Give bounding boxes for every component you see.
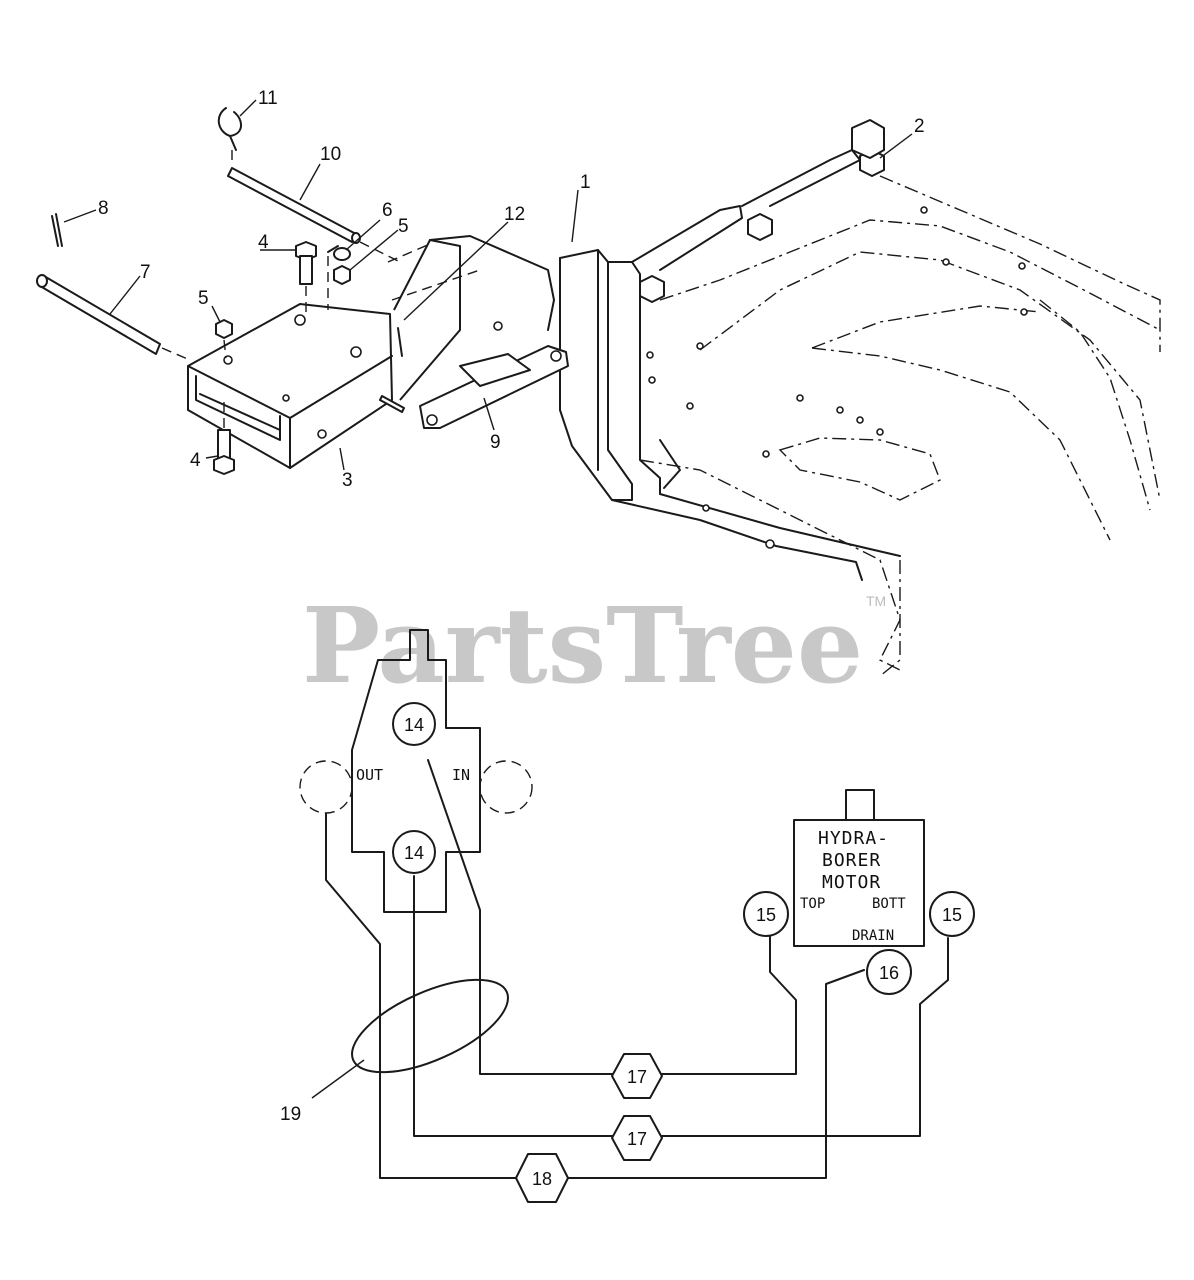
- hose-17-upper: [427, 759, 797, 1075]
- valve-port-out: [299, 760, 353, 814]
- hose-18: [325, 813, 865, 1179]
- callout-9: 9: [490, 432, 501, 453]
- watermark-trademark: TM: [866, 593, 886, 609]
- callout-3: 3: [342, 470, 353, 491]
- hydraulic-schematic: OUT IN HYDRA- BORER MOTOR TOP BOTT DRAIN…: [280, 629, 975, 1203]
- ref-17-middle: 17: [611, 1115, 663, 1161]
- mounting-bracket: [187, 239, 503, 469]
- callout-12: 12: [504, 204, 525, 225]
- svg-text:15: 15: [942, 905, 962, 925]
- svg-text:18: 18: [532, 1169, 552, 1189]
- callout-numbers: 1 2 3 4 4 5 5 6 7 8 9 10 11 12: [98, 88, 925, 491]
- callout-8: 8: [98, 198, 109, 219]
- ref-14-top: 14: [392, 702, 436, 746]
- callout-4-lower: 4: [190, 450, 201, 471]
- motor-title-3: MOTOR: [822, 872, 881, 893]
- ref-16: 16: [866, 949, 912, 995]
- ref-15-right: 15: [929, 891, 975, 937]
- callout-10: 10: [320, 144, 341, 165]
- motor-top-label: TOP: [800, 896, 825, 912]
- valve-out-label: OUT: [356, 766, 383, 784]
- watermark: PartsTree TM: [302, 584, 886, 707]
- svg-text:15: 15: [756, 905, 776, 925]
- ref-18: 18: [515, 1153, 569, 1203]
- hydra-borer-motor: [793, 819, 925, 947]
- valve-in-label: IN: [452, 766, 470, 784]
- callout-6: 6: [382, 200, 393, 221]
- callout-5-right: 5: [398, 216, 409, 237]
- hose-17-middle: [413, 875, 949, 1137]
- callout-7: 7: [140, 262, 151, 283]
- callout-leaders: [63, 99, 913, 471]
- motor-bott-label: BOTT: [872, 896, 906, 912]
- callout-4-upper: 4: [258, 232, 269, 253]
- callout-19: 19: [280, 1104, 301, 1125]
- motor-drain-label: DRAIN: [852, 928, 894, 944]
- hardware: [36, 107, 405, 475]
- ref-17-upper: 17: [611, 1053, 663, 1099]
- tractor-frame: [559, 119, 1161, 677]
- callout-11: 11: [258, 88, 278, 109]
- ref-14-bottom: 14: [392, 830, 436, 874]
- svg-text:16: 16: [879, 963, 899, 983]
- valve-port-in: [479, 760, 533, 814]
- callout-1: 1: [580, 172, 591, 193]
- motor-shaft: [845, 789, 875, 821]
- motor-title-1: HYDRA-: [818, 828, 889, 849]
- svg-text:14: 14: [404, 715, 424, 735]
- svg-text:17: 17: [627, 1067, 647, 1087]
- ref-15-left: 15: [743, 891, 789, 937]
- motor-title-2: BORER: [822, 850, 881, 871]
- svg-text:14: 14: [404, 843, 424, 863]
- control-valve: [351, 629, 481, 913]
- watermark-text: PartsTree: [302, 584, 863, 707]
- hitch-link: [419, 235, 569, 429]
- hose-bundle-19: [351, 978, 509, 1074]
- callout-5-left: 5: [198, 288, 209, 309]
- callout-2: 2: [914, 116, 925, 137]
- svg-text:17: 17: [627, 1129, 647, 1149]
